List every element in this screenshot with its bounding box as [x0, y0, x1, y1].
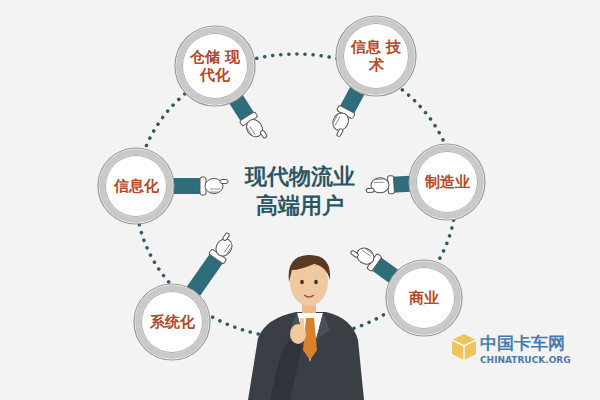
node-label: 商业	[398, 289, 450, 307]
circle-node: 信息化	[97, 147, 175, 225]
pointing-hands	[173, 86, 410, 297]
center-title: 现代物流业 高端用户	[238, 163, 362, 220]
circle-node: 仓储 现代化	[174, 25, 256, 107]
watermark-url: CHINATRUCK.ORG	[480, 356, 592, 366]
node-label: 系统化	[146, 313, 198, 331]
watermark-text: 中国卡车网	[480, 334, 592, 353]
node-label: 仓储 现代化	[189, 48, 241, 84]
node-label: 信息 技术	[350, 38, 402, 74]
circle-node: 商业	[385, 259, 463, 337]
node-label: 信息化	[110, 177, 162, 195]
circle-node: 信息 技术	[335, 15, 417, 97]
node-label: 制造业	[421, 173, 473, 191]
circle-node: 制造业	[408, 143, 486, 221]
circle-node: 系统化	[133, 283, 211, 361]
businessman	[248, 255, 364, 400]
watermark-logo	[452, 334, 476, 360]
